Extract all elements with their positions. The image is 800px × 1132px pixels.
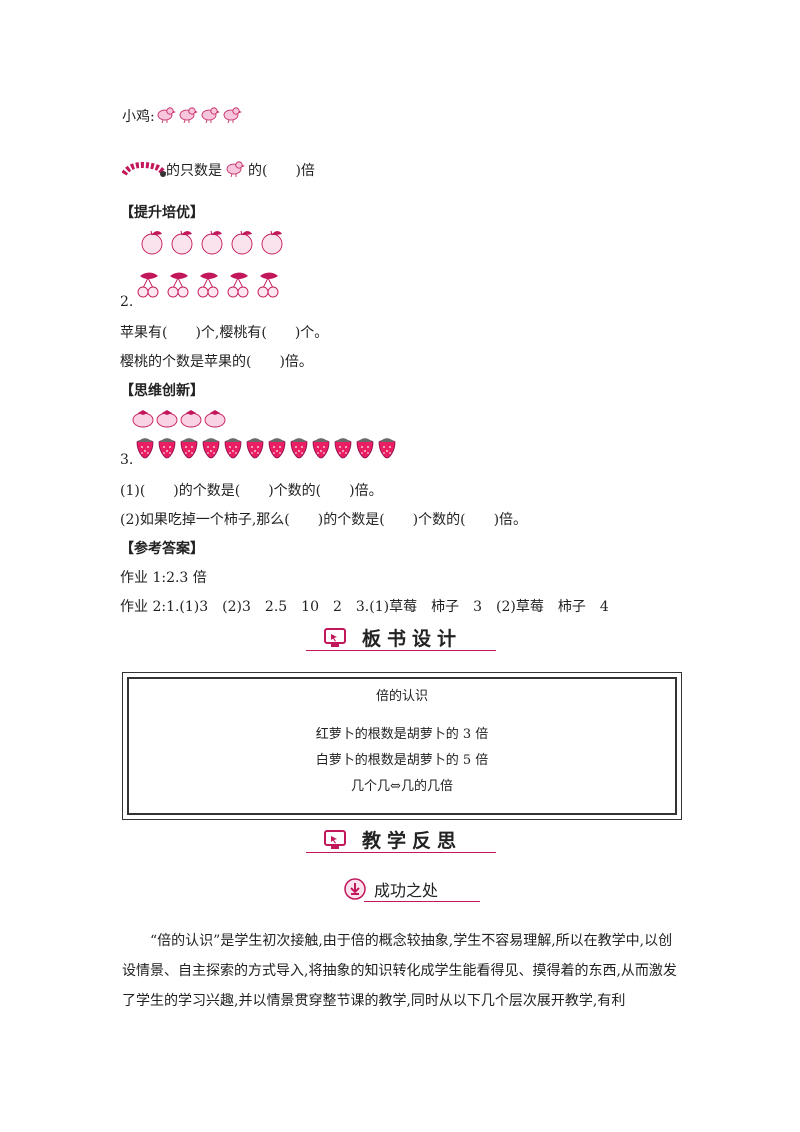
monitor-icon: [324, 628, 346, 648]
chick-icons: [157, 107, 243, 124]
paragraph-success: “倍的认识”是学生初次接触,由于倍的概念较抽象,学生不容易理解,所以在教学中,以…: [122, 933, 677, 1009]
subheading-success: 成功之处: [344, 877, 438, 901]
q3-number: 3.: [120, 452, 134, 468]
persimmon-icons: [132, 409, 226, 428]
section-innovate: 【思维创新】: [120, 383, 204, 399]
section-improve: 【提升培优】: [120, 205, 204, 221]
q2-line-1: 苹果有( )个,樱桃有( )个。: [120, 325, 329, 341]
board-line-3: 几个几⇔几的几倍: [351, 779, 453, 794]
q2-number: 2.: [120, 294, 134, 310]
subheading-underline: [364, 901, 480, 902]
cherry-icons: [137, 272, 279, 298]
chicks-row: 小鸡:: [122, 106, 243, 126]
monitor-icon: [324, 830, 346, 850]
board-line-2: 白萝卜的根数是胡萝卜的 5 倍: [315, 753, 489, 768]
board-line-1: 红萝卜的根数是胡萝卜的 3 倍: [315, 727, 489, 742]
subheading-success-title: 成功之处: [374, 881, 439, 900]
heading-reflection-title: 教学反思: [362, 830, 463, 852]
question-1: 的只数是 的( )倍: [122, 160, 315, 180]
download-circle-icon: [344, 878, 366, 900]
board-design-box: 倍的认识 红萝卜的根数是胡萝卜的 3 倍 白萝卜的根数是胡萝卜的 5 倍 几个几…: [122, 672, 682, 820]
chicks-label: 小鸡:: [122, 109, 155, 125]
heading-board-design: 板书设计: [324, 624, 462, 651]
answer-2: 作业 2:1.(1)3 (2)3 2.5 10 2 3.(1)草莓 柿子 3 (…: [120, 599, 609, 615]
strawberry-icons: [136, 437, 396, 459]
heading-underline: [306, 650, 496, 651]
heading-board-title: 板书设计: [362, 628, 463, 650]
chick-icon: [226, 161, 246, 178]
q3-line-2: (2)如果吃掉一个柿子,那么( )的个数是( )个数的( )倍。: [120, 512, 528, 528]
caterpillar-icon: [122, 162, 166, 177]
section-answers: 【参考答案】: [120, 541, 204, 557]
q2-line-2: 樱桃的个数是苹果的( )倍。: [120, 354, 313, 370]
q3-line-1: (1)( )的个数是( )个数的( )倍。: [120, 483, 383, 499]
q1-text-1: 的只数是: [166, 163, 222, 179]
heading-teaching-reflection: 教学反思: [324, 826, 462, 853]
heading-underline: [306, 852, 496, 853]
answer-1: 作业 1:2.3 倍: [120, 570, 207, 586]
q1-text-2: 的( )倍: [248, 163, 315, 179]
board-title: 倍的认识: [375, 689, 428, 704]
apple-icons: [141, 230, 283, 255]
